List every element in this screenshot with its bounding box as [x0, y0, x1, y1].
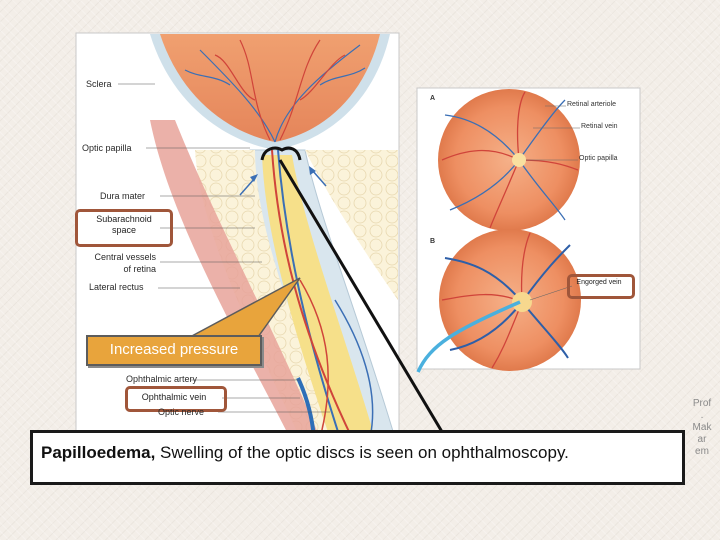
label-central-vessels-line2: of retina: [123, 264, 156, 274]
label-fundus-optic-papilla: Optic papilla: [579, 155, 618, 162]
increased-pressure-banner: Increased pressure: [86, 335, 262, 366]
orbital-fat-right: [305, 150, 398, 300]
label-ophthalmic-vein: Ophthalmic vein: [141, 392, 207, 402]
orbital-fat: [195, 150, 340, 438]
caption-rest: Swelling of the optic discs is seen on o…: [155, 443, 569, 462]
globe-vessels: [184, 39, 366, 143]
engorged-vein-highlight: [567, 274, 635, 299]
optic-nerve-shape: [262, 155, 375, 438]
label-sclera: Sclera: [86, 79, 112, 89]
retina-layer: [160, 34, 380, 142]
fundus-panel-b-letter: B: [430, 238, 436, 245]
label-optic-nerve: Optic nerve: [158, 407, 205, 417]
label-ophthalmic-artery: Ophthalmic artery: [126, 374, 198, 384]
fundus-panel-a-letter: A: [430, 95, 436, 102]
label-subarachnoid-space: Subarachnoid space: [80, 214, 168, 236]
lateral-rectus-muscle: [150, 120, 320, 438]
label-central-vessels-line1: Central vessels: [94, 252, 156, 262]
label-dura-mater: Dura mater: [100, 191, 146, 201]
caption-bold: Papilloedema,: [41, 443, 156, 462]
label-subarachnoid-line1: Subarachnoid: [96, 214, 152, 224]
optic-disc-bracket: [260, 146, 302, 161]
label-central-vessels: Central vessels of retina: [76, 251, 156, 275]
label-lateral-rectus: Lateral rectus: [89, 282, 144, 292]
fundus-papilloedema: [439, 229, 581, 371]
pointer-line: [278, 159, 462, 463]
label-optic-papilla: Optic papilla: [82, 143, 132, 153]
caption-box: Papilloedema, Swelling of the optic disc…: [30, 430, 685, 485]
label-retinal-vein: Retinal vein: [581, 123, 618, 130]
increased-pressure-text: Increased pressure: [109, 341, 239, 358]
label-engorged-vein: Engorged vein: [576, 279, 622, 286]
ophthalmic-vein-highlight: [125, 386, 227, 412]
subarachnoid-highlight: [75, 209, 173, 247]
author-credit: Prof. Makar em: [692, 398, 712, 457]
label-retinal-arteriole: Retinal arteriole: [567, 101, 617, 108]
engorged-arrow: [416, 300, 521, 373]
label-subarachnoid-line2: space: [111, 225, 137, 235]
caption-text: Papilloedema, Swelling of the optic disc…: [41, 443, 569, 463]
